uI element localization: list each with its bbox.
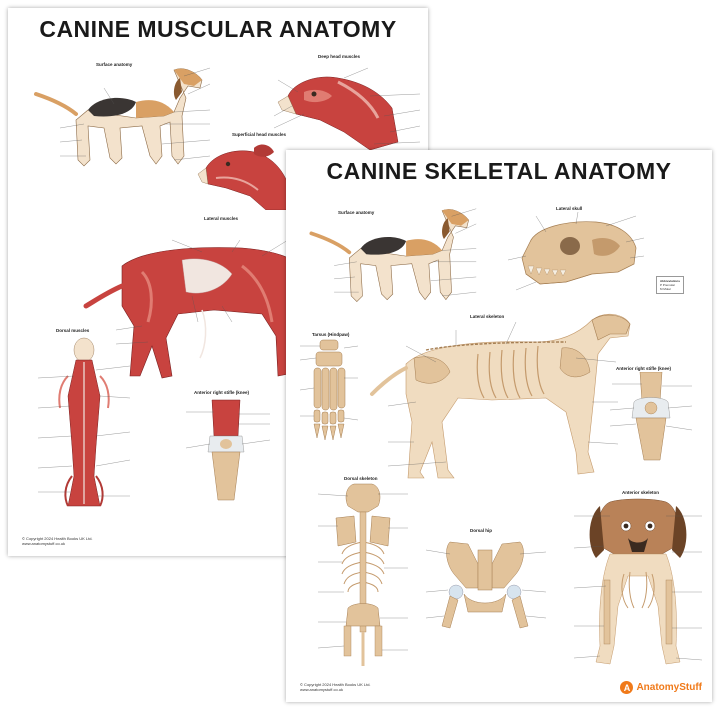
lateral-skull-figure (507, 212, 645, 291)
dorsal-muscles-figure (37, 337, 131, 507)
abbreviation-molar: M Molar (660, 287, 671, 291)
anatomystuff-brand-text: AnatomyStuff (636, 682, 702, 693)
muscular-copyright: © Copyright 2024 Health Books UK Ltd. ww… (22, 536, 93, 546)
lateral-muscles-title: Lateral muscles (204, 216, 239, 221)
lateral-skeleton-figure (370, 313, 631, 479)
deep-head-muscles-title: Deep head muscles (318, 54, 361, 59)
muscular-stifle-title: Anterior right stifle (knee) (194, 390, 250, 395)
dorsal-skeleton-title: Dorsal skeleton (344, 476, 378, 481)
dorsal-hip-figure (425, 541, 547, 629)
deep-head-muscles-figure (274, 67, 421, 151)
anatomystuff-logo-icon: A (620, 681, 634, 694)
lateral-muscles-dog-figure (83, 239, 297, 379)
skeletal-website-text: www.anatomystuff.co.uk (300, 687, 344, 692)
muscular-stifle-figure (185, 399, 271, 501)
skeletal-anatomy-poster: CANINE SKELETAL ANATOMY Surface anatomy … (286, 150, 712, 702)
tarsus-title: Tarsus (Hindpaw) (312, 332, 350, 337)
anterior-skeleton-figure (573, 498, 703, 665)
skeletal-surface-anatomy-dog-figure (309, 208, 477, 302)
anatomystuff-brand: A AnatomyStuff (620, 681, 702, 694)
superficial-head-muscles-figure (197, 144, 289, 210)
anterior-skeleton-title: Anterior skeleton (622, 490, 660, 495)
dorsal-hip-title: Dorsal hip (470, 528, 493, 533)
skeletal-poster-title: CANINE SKELETAL ANATOMY (326, 158, 672, 184)
skeletal-copyright: © Copyright 2024 Health Books UK Ltd. ww… (300, 682, 371, 692)
tarsus-hindpaw-figure (299, 339, 359, 441)
superficial-head-muscles-title: Superficial head muscles (232, 132, 287, 137)
skeletal-stifle-title: Anterior right stifle (knee) (616, 366, 672, 371)
skeletal-surface-anatomy-title: Surface anatomy (338, 210, 375, 215)
muscular-copyright-text: © Copyright 2024 Health Books UK Ltd. (22, 536, 93, 541)
surface-anatomy-dog-figure (34, 67, 211, 167)
abbreviations-box: Abbreviations P Premolar M Molar (656, 276, 685, 294)
muscular-surface-anatomy-title: Surface anatomy (96, 62, 133, 67)
lateral-skull-title: Lateral skull (556, 206, 583, 211)
skeletal-copyright-text: © Copyright 2024 Health Books UK Ltd. (300, 682, 371, 687)
muscular-poster-title: CANINE MUSCULAR ANATOMY (39, 16, 397, 42)
skeletal-stifle-figure (609, 372, 693, 461)
abbreviation-premolar: P Premolar (660, 283, 675, 287)
dorsal-muscles-title: Dorsal muscles (56, 328, 90, 333)
dorsal-skeleton-figure (317, 483, 408, 666)
muscular-website-text: www.anatomystuff.co.uk (22, 541, 66, 546)
lateral-skeleton-title: Lateral skeleton (470, 314, 505, 319)
abbreviations-title: Abbreviations (660, 279, 681, 283)
